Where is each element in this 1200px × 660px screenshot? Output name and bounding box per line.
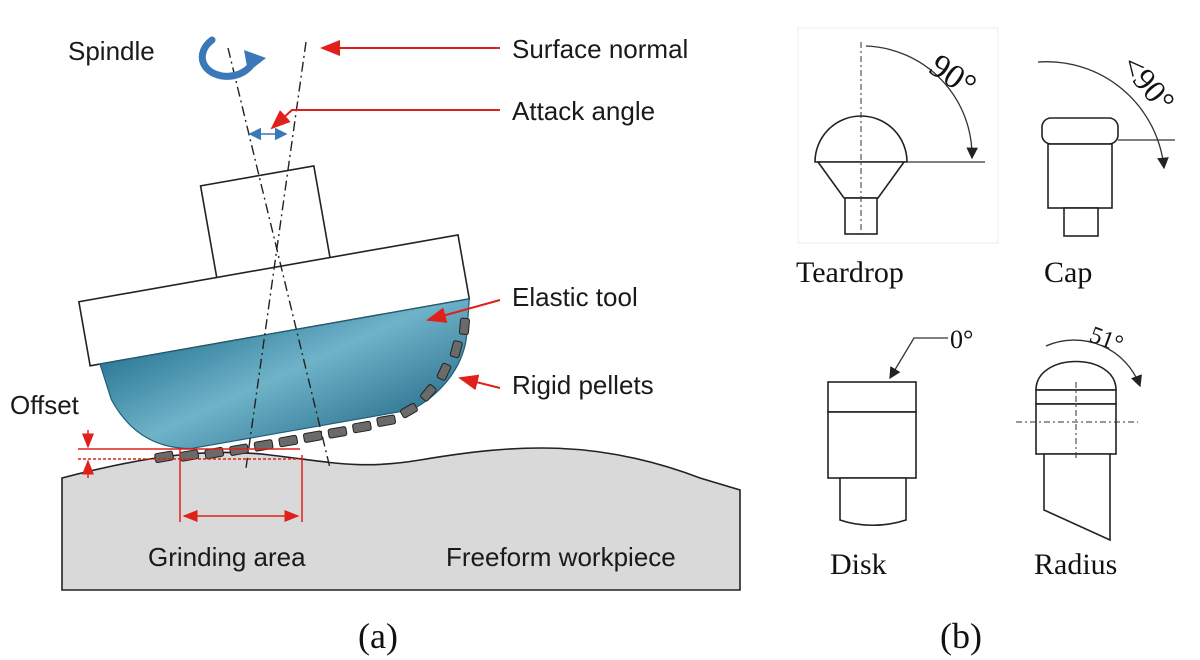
- surface-normal-line: [245, 41, 307, 469]
- teardrop-angle-label: 90°: [923, 47, 983, 105]
- disk-top: [827, 381, 917, 413]
- cap-label: Cap: [1044, 256, 1092, 289]
- cap-angle-arc: [1037, 61, 1169, 170]
- caption-a: (a): [358, 616, 398, 656]
- panel-a: Spindle Surface normal Attack angle Elas…: [10, 34, 741, 656]
- surface-normal-label: Surface normal: [512, 34, 688, 64]
- elastic-tool-label: Elastic tool: [512, 282, 638, 312]
- cap-shank: [1063, 207, 1099, 237]
- radius-angle-arc: [1045, 339, 1142, 388]
- radius-shank: [1043, 453, 1111, 542]
- radius-head: [1035, 360, 1117, 391]
- tool-teardrop: 90°: [797, 27, 999, 244]
- offset-label: Offset: [10, 390, 80, 420]
- elastic-tool-pointer: [426, 299, 501, 323]
- radius-angle-label: 51°: [1086, 322, 1126, 358]
- offset-dimension: [78, 430, 303, 522]
- rigid-pellets-label: Rigid pellets: [512, 370, 654, 400]
- disk-angle-label: 0°: [950, 325, 973, 354]
- teardrop-head: [814, 115, 908, 163]
- spindle-rotation-arrowhead: [244, 50, 266, 72]
- spindle-label: Spindle: [68, 36, 155, 66]
- grinding-area-label: Grinding area: [148, 542, 306, 572]
- disk-shank: [839, 477, 907, 526]
- tool-assembly: [77, 164, 471, 464]
- tool-disk: 0°: [827, 325, 973, 526]
- disk-angle-leader: [889, 337, 948, 380]
- teardrop-angle-arc: [865, 45, 979, 160]
- spindle-axis-line: [227, 47, 331, 469]
- tool-radius: 51°: [1016, 322, 1142, 542]
- disk-body: [827, 411, 917, 479]
- teardrop-neck: [816, 161, 906, 199]
- cap-body: [1047, 143, 1113, 209]
- cap-angle-label: <90°: [1114, 48, 1182, 119]
- tool-cap: <90°: [1037, 48, 1182, 237]
- rigid-pellets-row: [154, 317, 470, 464]
- teardrop-label: Teardrop: [796, 256, 904, 289]
- freeform-workpiece-label: Freeform workpiece: [446, 542, 676, 572]
- radius-label: Radius: [1034, 548, 1117, 581]
- disk-label: Disk: [830, 548, 887, 581]
- cap-head: [1041, 117, 1119, 145]
- attack-angle-label: Attack angle: [512, 96, 655, 126]
- panel-b: 90° Teardrop <90° Cap 0° Disk: [796, 27, 1182, 656]
- rigid-pellets-pointer: [458, 374, 501, 391]
- attack-angle-pointer: [270, 109, 500, 130]
- caption-b: (b): [940, 616, 982, 656]
